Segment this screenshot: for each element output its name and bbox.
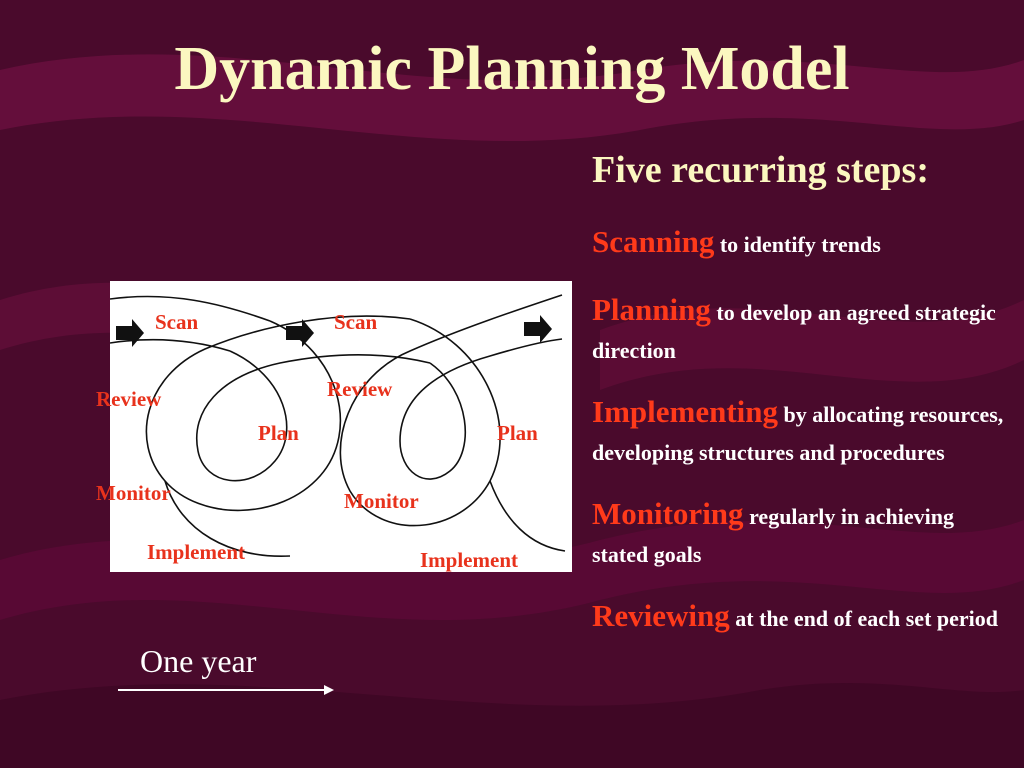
review-label-1: Review: [96, 387, 162, 411]
step-name: Scanning: [592, 223, 715, 259]
step-name: Planning: [592, 291, 711, 327]
steps-heading: Five recurring steps:: [592, 149, 929, 191]
plan-label-2: Plan: [497, 421, 538, 445]
step-planning: Planning to develop an agreed strategic …: [592, 286, 1012, 368]
step-implementing: Implementing by allocating resources, de…: [592, 388, 1012, 470]
spiral-loops: [110, 294, 566, 557]
step-description: to develop an agreed strategic direction: [592, 299, 996, 363]
implement-label-1: Implement: [147, 540, 245, 564]
step-reviewing: Reviewing at the end of each set period: [592, 592, 1012, 640]
step-description: at the end of each set period: [735, 606, 999, 632]
timeline-label: One year: [140, 643, 257, 679]
timeline-arrow-icon: [118, 685, 334, 695]
steps-panel: Five recurring steps: Scanning to identi…: [592, 149, 1012, 660]
step-name: Monitoring: [592, 496, 744, 532]
scan-label-2: Scan: [334, 310, 378, 334]
scan-label-1: Scan: [155, 310, 199, 334]
planning-cycle-diagram: Scan Scan Review Review Plan Plan Monito…: [96, 281, 572, 572]
step-description: regularly in achieving stated goals: [592, 504, 954, 568]
implement-label-2: Implement: [420, 548, 518, 572]
review-label-2: Review: [327, 377, 393, 401]
step-name: Reviewing: [592, 598, 730, 634]
step-monitoring: Monitoring regularly in achieving stated…: [592, 490, 1012, 572]
monitor-label-1: Monitor: [96, 481, 171, 505]
slide-title: Dynamic Planning Model: [174, 35, 850, 103]
step-name: Implementing: [592, 393, 778, 429]
step-scanning: Scanning to identify trends: [592, 218, 1012, 266]
arrow-icons: [116, 315, 552, 347]
monitor-label-2: Monitor: [344, 489, 419, 513]
step-description: by allocating resources, developing stru…: [592, 401, 1004, 466]
plan-label-1: Plan: [258, 421, 299, 445]
step-description: to identify trends: [719, 231, 881, 257]
